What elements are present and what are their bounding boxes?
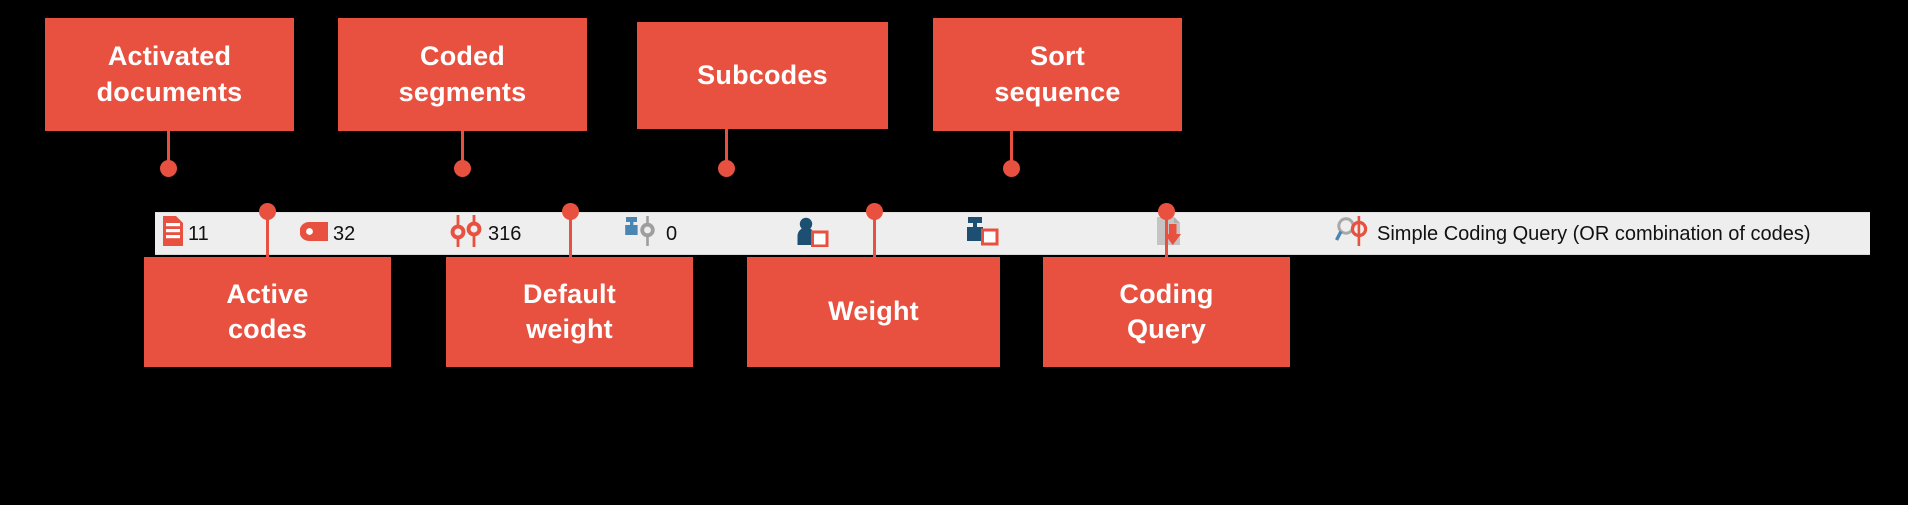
callout-line: sequence [994, 76, 1121, 107]
active-codes-count: 32 [333, 222, 356, 245]
callout-line: Activated [107, 41, 232, 72]
connector-dot-sort-sequence [1003, 160, 1020, 177]
callout-weight[interactable]: Weight [747, 257, 1000, 367]
default-weight-icon [623, 215, 661, 252]
toolbar-item-coding-query[interactable]: Simple Coding Query (OR combination of c… [1334, 213, 1811, 254]
coding-query-label: Simple Coding Query (OR combination of c… [1377, 222, 1811, 245]
default-weight-value: 0 [666, 222, 678, 245]
callout-coded-segments[interactable]: Coded segments [338, 18, 587, 131]
coded-segments-icon [450, 215, 483, 252]
toolbar-item-weight[interactable] [965, 213, 1004, 254]
callout-line: documents [96, 76, 243, 107]
callout-coding-query[interactable]: Coding Query [1043, 257, 1290, 367]
connector-stem-default-weight [569, 210, 572, 257]
callout-line: segments [398, 76, 527, 107]
weight-person-icon [795, 215, 829, 252]
document-icon [163, 216, 183, 251]
sort-sequence-icon [1155, 215, 1187, 252]
coding-query-icon [1334, 215, 1371, 252]
toolbar-item-weight-person[interactable] [795, 213, 834, 254]
callout-activated-documents[interactable]: Activated documents [45, 18, 294, 131]
toolbar-item-active-codes[interactable]: 32 [299, 213, 356, 254]
callout-active-codes[interactable]: Active codes [144, 257, 391, 367]
callout-line: Coding [1119, 278, 1214, 309]
toolbar-item-default-weight[interactable]: 0 [623, 213, 677, 254]
connector-dot-activated-documents [160, 160, 177, 177]
callout-line: Active [226, 278, 309, 309]
callout-line: weight [526, 314, 613, 344]
callout-line: Query [1126, 314, 1207, 344]
callout-sort-sequence[interactable]: Sort sequence [933, 18, 1182, 131]
weight-pin-icon [965, 215, 999, 252]
connector-stem-sort-sequence [1010, 131, 1013, 168]
coding-query-toolbar[interactable]: 11 32 [155, 212, 1870, 255]
connector-stem-weight [873, 210, 876, 257]
connector-stem-coding-query [1165, 210, 1168, 257]
activated-documents-count: 11 [188, 222, 209, 245]
toolbar-item-activated-documents[interactable]: 11 [163, 213, 209, 254]
callout-default-weight[interactable]: Default weight [446, 257, 693, 367]
callout-line: Subcodes [697, 59, 828, 90]
connector-dot-coded-segments [454, 160, 471, 177]
toolbar-item-sort-sequence[interactable] [1155, 213, 1192, 254]
callout-subcodes[interactable]: Subcodes [637, 22, 888, 129]
callout-line: Weight [828, 296, 919, 327]
callout-line: Coded [420, 41, 505, 72]
connector-dot-subcodes [718, 160, 735, 177]
connector-stem-active-codes [266, 210, 269, 257]
connector-stem-activated-documents [167, 131, 170, 168]
tag-icon [299, 221, 328, 246]
toolbar-item-coded-segments[interactable]: 316 [450, 213, 521, 254]
callout-line: Sort [1030, 41, 1085, 72]
coded-segments-count: 316 [488, 222, 522, 245]
callout-line: Default [523, 278, 616, 309]
connector-stem-subcodes [725, 129, 728, 168]
connector-stem-coded-segments [461, 131, 464, 168]
callout-line: codes [227, 314, 308, 344]
